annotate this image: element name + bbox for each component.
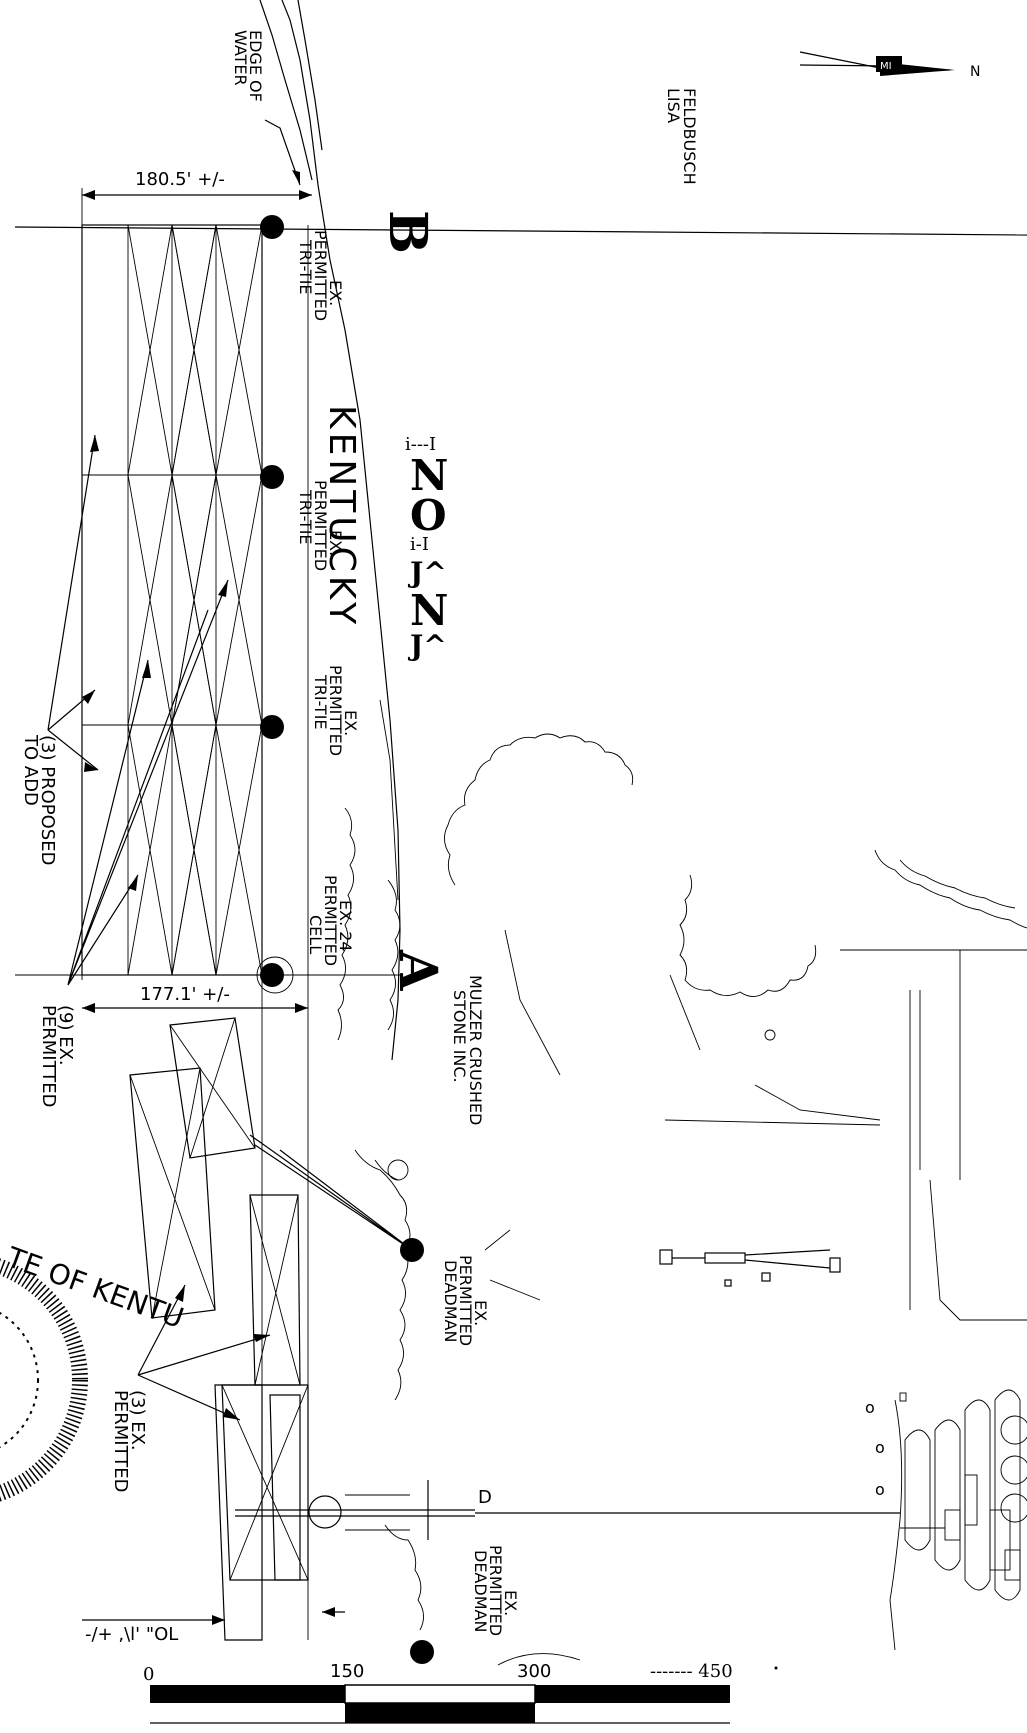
tri-tie-point-2 <box>260 465 284 489</box>
treelines <box>337 733 1027 1631</box>
svg-text:177.1' +/-: 177.1' +/- <box>140 984 230 1005</box>
proposed-leaders: (3) PROPOSED TO ADD <box>20 434 99 871</box>
tri-tie-points <box>256 215 294 994</box>
nine-ex-leaders: (9) EX. PERMITTED <box>38 579 229 1107</box>
edge-of-water-label: EDGE OF WATER <box>231 30 301 186</box>
svg-text:(9) EX. PERMITTED: (9) EX. PERMITTED <box>38 1005 76 1107</box>
svg-text:KENTUCKY: KENTUCKY <box>321 405 362 628</box>
svg-text:D: D <box>478 1487 492 1508</box>
road-lines <box>484 929 1027 1651</box>
north-letter: N <box>970 64 980 80</box>
dimension-lower: -/+ ,\l' "OL <box>82 1607 345 1645</box>
dimension-top: 180.5' +/- <box>81 169 312 980</box>
svg-text:EX. PERMITTED DEAD: EX. PERMITTED DEADMAN <box>441 1255 490 1351</box>
tri-tie-label-3: EX. PERMITTED TRI-TIE <box>311 665 360 761</box>
scale-tick-300: 300 <box>517 1661 551 1682</box>
svg-text:MI: MI <box>880 61 892 72</box>
scale-tick-0: 0 <box>143 1664 154 1685</box>
svg-text:EX. PERMITTED TRI-: EX. PERMITTED TRI-TIE <box>296 480 345 576</box>
svg-text:i-I: i-I <box>410 534 429 555</box>
dimension-bottom: 177.1' +/- <box>15 974 400 1013</box>
north-arrow: MI N <box>799 51 980 80</box>
svg-text:N: N <box>410 586 448 635</box>
scale-tick-150: 150 <box>330 1661 364 1682</box>
svg-text:(3) PROPOSED TO ADD: (3) PROPOSED TO ADD <box>20 734 58 871</box>
svg-text:TE OF KENTU: TE OF KENTU <box>2 1240 188 1335</box>
mulzer-label: MULZER CRUSHED STONE INC. <box>450 975 485 1130</box>
conveyor-structure <box>659 1249 841 1287</box>
tri-tie-point-1 <box>260 215 284 239</box>
deadman-1: EX. PERMITTED DEADMAN <box>249 1134 490 1351</box>
barges <box>129 1017 309 1641</box>
svg-text:180.5' +/-: 180.5' +/- <box>135 169 225 190</box>
owner-label: LISA FELDBUSCH <box>664 88 699 185</box>
cell-label: EX. 24 PERMITTED CELL <box>306 875 355 971</box>
svg-text:-/+ ,\l' "OL: -/+ ,\l' "OL <box>85 1624 178 1645</box>
tri-tie-point-3 <box>260 715 284 739</box>
svg-text:A: A <box>387 949 448 991</box>
deadman-2: EX. PERMITTED DEADMAN <box>410 1545 520 1664</box>
section-line-a: A <box>387 949 448 991</box>
svg-text:B: B <box>377 210 438 254</box>
shoreline <box>259 0 401 1061</box>
tri-tie-label-2: EX. PERMITTED TRI-TIE <box>296 480 345 576</box>
svg-text:O: O <box>410 491 447 540</box>
svg-text:o: o <box>865 1398 875 1417</box>
section-line-d: D <box>235 1480 900 1540</box>
svg-text:MULZER CRUSHED STONE INC: MULZER CRUSHED STONE INC. <box>450 975 485 1130</box>
plant-structures: o o o <box>865 1389 1027 1601</box>
svg-text:J^: J^ <box>407 556 447 589</box>
section-line-b: B <box>14 210 1027 254</box>
svg-text:o: o <box>875 1480 885 1499</box>
svg-text:o: o <box>875 1438 885 1457</box>
svg-text:LISA FELDBUSCH: LISA FELDBUSCH <box>664 88 699 185</box>
scale-tick-450: ------- 450 <box>650 1661 733 1682</box>
svg-text:EX. 24 PERMITTED C: EX. 24 PERMITTED CELL <box>306 875 355 971</box>
kentucky-label: KENTUCKY <box>321 405 362 628</box>
svg-text:EDGE OF WATER: EDGE OF WATER <box>231 30 265 107</box>
tri-tie-label-1: EX. PERMITTED TRI-TIE <box>296 230 345 326</box>
svg-text:(3) EX. PERMITTED: (3) EX. PERMITTED <box>110 1390 148 1492</box>
three-ex-leaders: (3) EX. PERMITTED <box>110 1284 271 1492</box>
indiana-label: i---I N O i-I J^ N J^ <box>405 434 448 662</box>
scale-bar: 0 150 300 ------- 450 <box>143 1653 778 1724</box>
svg-text:EX. PERMITTED DEAD: EX. PERMITTED DEADMAN <box>471 1545 520 1641</box>
svg-text:EX. PERMITTED TRI-: EX. PERMITTED TRI-TIE <box>311 665 360 761</box>
svg-text:N: N <box>410 451 448 500</box>
svg-text:i---I: i---I <box>405 434 436 455</box>
svg-text:EX. PERMITTED TRI-: EX. PERMITTED TRI-TIE <box>296 230 345 326</box>
svg-text:J^: J^ <box>407 629 447 662</box>
